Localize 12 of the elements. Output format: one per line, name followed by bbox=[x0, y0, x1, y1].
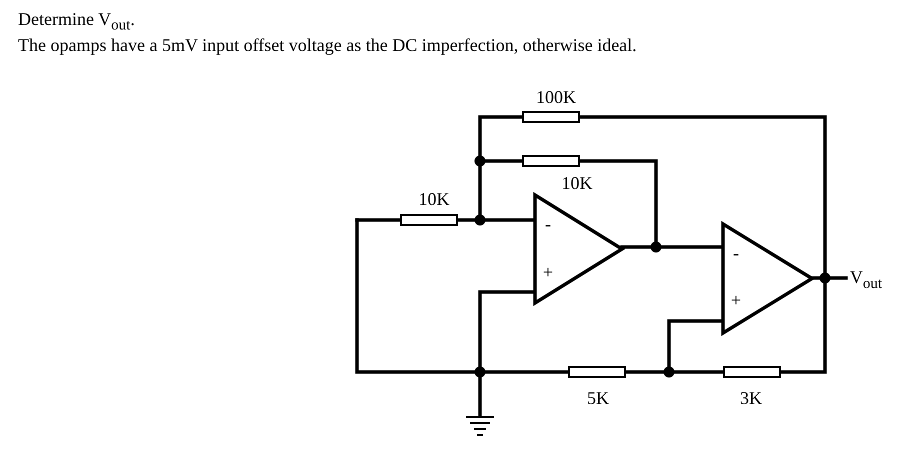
pin-sign: + bbox=[730, 291, 742, 309]
component-value: 5K bbox=[587, 389, 609, 407]
pin-sign: + bbox=[542, 263, 554, 281]
signal-name: V$_{out}$ bbox=[850, 268, 882, 292]
component-value: 10K bbox=[562, 174, 592, 192]
component-value: 10K bbox=[418, 190, 450, 208]
component-value: 100K bbox=[536, 88, 576, 106]
pin-sign: - bbox=[733, 244, 739, 262]
title: Determine V$_{out}$. bbox=[18, 10, 135, 34]
component-value: 3K bbox=[740, 389, 762, 407]
pin-sign: - bbox=[545, 215, 551, 233]
caption: The opamps have a 5mV input offset voltage as the DC imperfection, otherwise ideal. bbox=[18, 36, 637, 54]
